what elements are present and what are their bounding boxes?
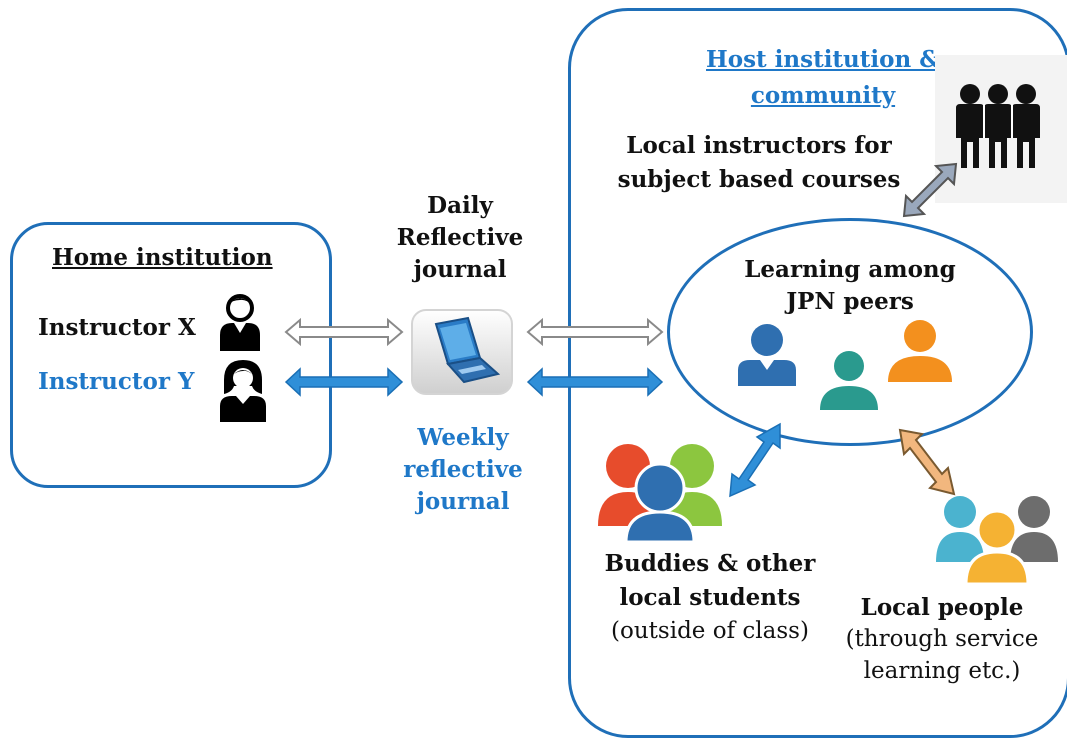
peers-line1: Learning among [744, 256, 956, 283]
daily-journal-line1: Daily [427, 192, 493, 219]
local-people-line3: learning etc.) [863, 658, 1021, 684]
buddies-line3: (outside of class) [611, 618, 809, 644]
group-black-icon [956, 84, 1040, 168]
buddies-line2: local students [619, 584, 801, 611]
local-people-line1: Local people [860, 594, 1024, 621]
arrow-buddies-peers [729, 422, 781, 498]
peers-ellipse [667, 218, 1033, 446]
arrow-laptop-peers-weekly [526, 367, 664, 397]
buddies-line1: Buddies & other [604, 550, 816, 577]
daily-journal-line2: Reflective [396, 224, 524, 251]
host-title-line1: Host institution & [706, 46, 940, 73]
arrow-instructor-x-laptop [284, 317, 404, 347]
weekly-journal-line2: reflective [403, 456, 523, 483]
host-title-line2: community [750, 82, 896, 109]
peer-blue-icon [738, 324, 796, 386]
local-instructors-line1: Local instructors for [626, 132, 892, 159]
peer-teal-icon [820, 351, 878, 410]
peer-orange-icon [888, 320, 952, 382]
person-x-icon [220, 294, 260, 351]
local-people-group-icon [936, 496, 1058, 586]
arrow-peers-local-people [898, 428, 956, 496]
peers-line2: JPN peers [786, 288, 914, 315]
person-y-icon [220, 360, 266, 422]
buddies-group-icon [598, 444, 722, 544]
laptop-icon [411, 309, 513, 395]
local-instructors-line2: subject based courses [617, 166, 901, 193]
arrow-laptop-peers-daily [526, 317, 664, 347]
weekly-journal-line1: Weekly [417, 424, 509, 451]
home-institution-box [10, 222, 332, 488]
home-institution-title: Home institution [52, 244, 273, 271]
daily-journal-line3: journal [413, 256, 507, 283]
instructor-x-label: Instructor X [38, 314, 196, 341]
local-people-line2: (through service [845, 626, 1039, 652]
instructor-y-label: Instructor Y [38, 368, 195, 395]
arrow-instructors-peers [902, 162, 958, 218]
weekly-journal-line3: journal [416, 488, 510, 515]
arrow-instructor-y-laptop [284, 367, 404, 397]
